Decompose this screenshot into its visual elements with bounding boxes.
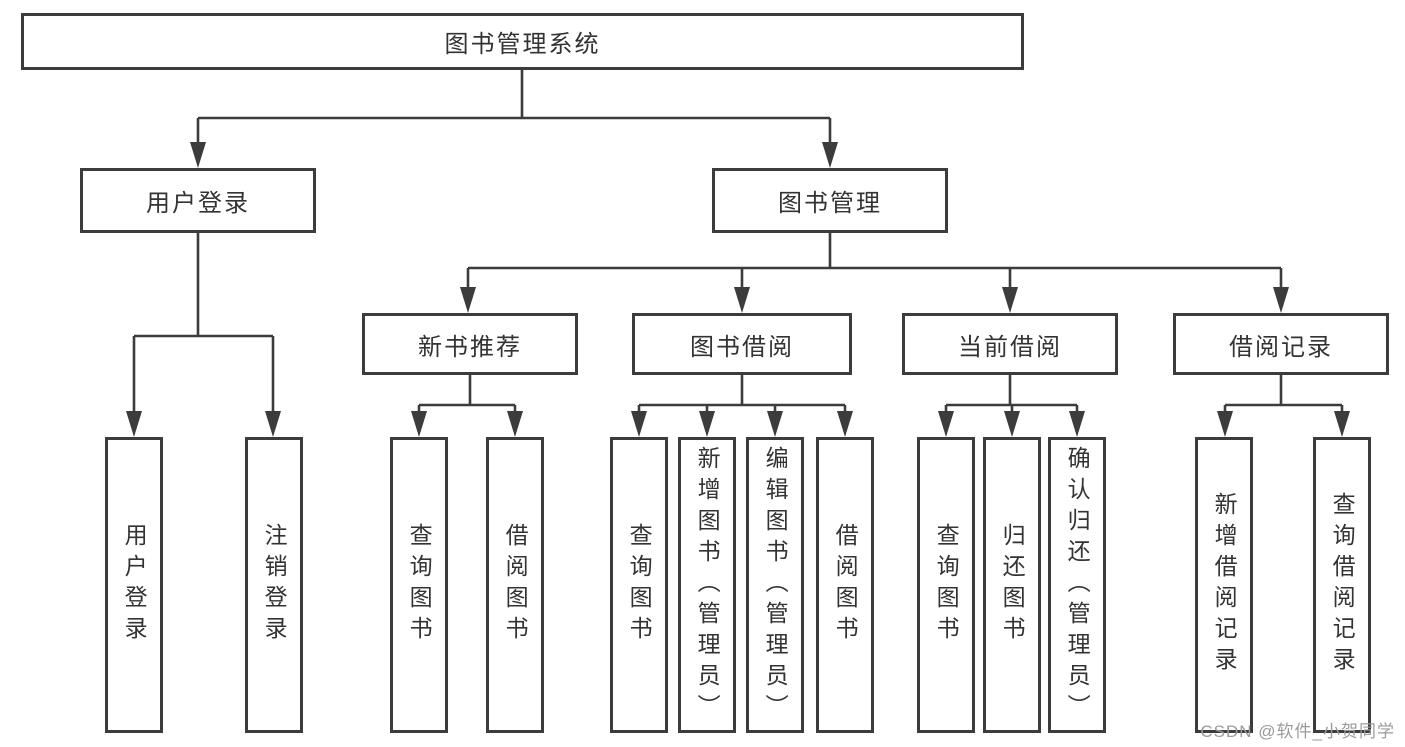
node-book-borrow: 图书借阅 xyxy=(632,313,852,375)
node-label: 用户登录 xyxy=(146,190,250,217)
connector-book-mgmt-to-level3 xyxy=(460,233,1289,313)
node-user-login: 用户登录 xyxy=(80,168,316,233)
leaf-label: 确认归还（管理员） xyxy=(1064,445,1091,725)
node-current-borrow: 当前借阅 xyxy=(902,313,1118,375)
connector-current-borrow-children xyxy=(938,375,1085,437)
leaf-query-books: 查询图书 xyxy=(610,437,668,733)
root-node-library-system: 图书管理系统 xyxy=(21,13,1024,70)
leaf-confirm-return-admin: 确认归还（管理员） xyxy=(1048,437,1106,733)
node-label: 当前借阅 xyxy=(958,333,1062,361)
leaf-query-books: 查询图书 xyxy=(917,437,975,733)
leaf-label: 借阅图书 xyxy=(502,523,529,647)
node-label: 图书借阅 xyxy=(690,333,794,361)
leaf-label: 归还图书 xyxy=(999,523,1026,647)
root-node-label: 图书管理系统 xyxy=(444,31,601,58)
csdn-watermark: CSDN @软件_小贺同学 xyxy=(1200,722,1395,741)
leaf-label: 注销登录 xyxy=(261,523,288,647)
leaf-query-books: 查询图书 xyxy=(390,437,448,733)
node-borrow-records: 借阅记录 xyxy=(1173,313,1389,375)
node-book-mgmt: 图书管理 xyxy=(712,168,948,233)
leaf-return-books: 归还图书 xyxy=(983,437,1041,733)
leaf-label: 查询图书 xyxy=(626,523,653,647)
leaf-label: 用户登录 xyxy=(121,523,148,647)
leaf-label: 新增借阅记录 xyxy=(1211,492,1238,678)
connector-borrow-records-children xyxy=(1217,375,1350,437)
leaf-query-borrow-record: 查询借阅记录 xyxy=(1313,437,1371,733)
leaf-borrow-books: 借阅图书 xyxy=(816,437,874,733)
leaf-label: 新增图书（管理员） xyxy=(694,445,721,725)
connector-user-login-children xyxy=(126,233,281,437)
connector-root-to-level2 xyxy=(190,70,838,168)
node-label: 新书推荐 xyxy=(418,333,522,361)
connector-book-borrow-children xyxy=(631,375,853,437)
leaf-logout: 注销登录 xyxy=(245,437,303,733)
node-new-book-recommend: 新书推荐 xyxy=(362,313,578,375)
leaf-label: 查询图书 xyxy=(933,523,960,647)
node-label: 图书管理 xyxy=(778,190,882,217)
leaf-label: 借阅图书 xyxy=(832,523,859,647)
leaf-label: 编辑图书（管理员） xyxy=(762,445,789,725)
leaf-edit-books-admin: 编辑图书（管理员） xyxy=(746,437,804,733)
leaf-borrow-books: 借阅图书 xyxy=(486,437,544,733)
node-label: 借阅记录 xyxy=(1229,333,1333,361)
leaf-add-borrow-record: 新增借阅记录 xyxy=(1195,437,1253,733)
leaf-user-login: 用户登录 xyxy=(105,437,163,733)
leaf-label: 查询图书 xyxy=(406,523,433,647)
connector-new-book-children xyxy=(411,375,523,437)
leaf-label: 查询借阅记录 xyxy=(1329,492,1356,678)
leaf-add-books-admin: 新增图书（管理员） xyxy=(678,437,736,733)
